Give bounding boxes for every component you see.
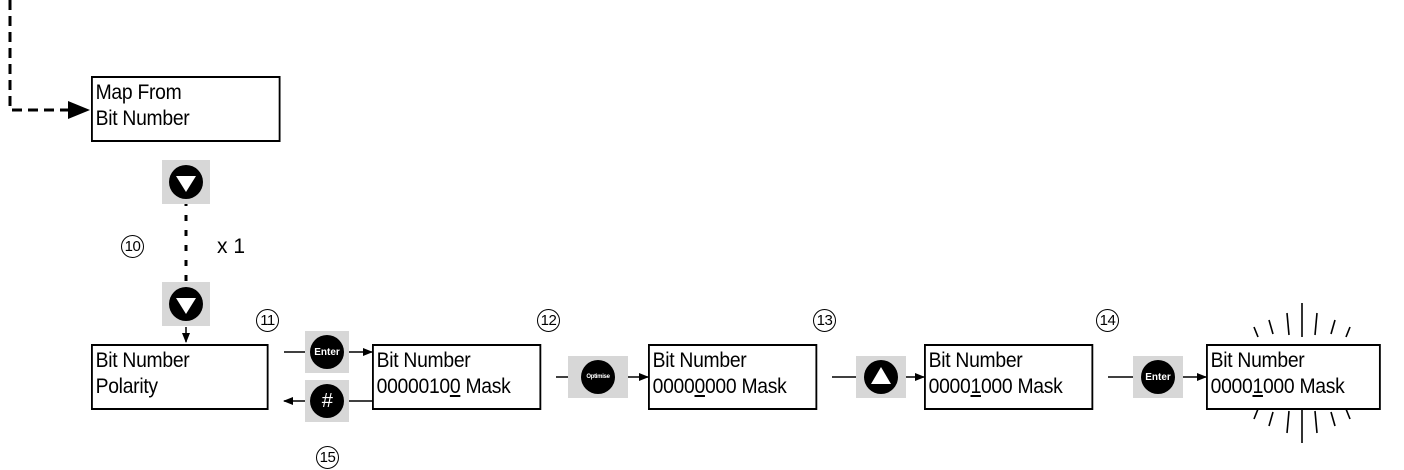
lcd-line1: Bit Number	[95, 349, 190, 372]
step-number-11: 11	[256, 309, 279, 332]
lcd-line2: 00001000 Mask	[1211, 374, 1379, 400]
down-button-bottom[interactable]	[162, 282, 210, 326]
up-button[interactable]	[856, 356, 906, 398]
hash-button[interactable]: #	[305, 380, 349, 422]
lcd-line1: Bit Number	[376, 349, 471, 372]
mask-cursor-digit: 1	[970, 375, 981, 398]
step-number-14: 14	[1096, 309, 1119, 332]
mask-cursor-digit: 0	[694, 375, 705, 398]
lcd-line1: Bit Number	[928, 349, 1023, 372]
mask-digits-after: Mask	[460, 375, 511, 398]
mask-digits-after: 000 Mask	[1262, 375, 1345, 398]
step-number-10: 10	[121, 235, 144, 258]
enter-button-label: Enter	[310, 335, 344, 369]
hash-button-label: #	[310, 384, 344, 418]
lcd-line2: 00000100 Mask	[377, 374, 540, 400]
mask-digits-before: 0000	[928, 375, 971, 398]
optimise-button-label: Optimise	[581, 360, 615, 394]
optimise-button[interactable]: Optimise	[568, 356, 628, 398]
lcd-mask-step14: Bit Number 00001000 Mask	[924, 344, 1094, 410]
lcd-mask-final-flashing: Bit Number 00001000 Mask	[1206, 344, 1381, 410]
lcd-line1: Bit Number	[652, 349, 747, 372]
step-number-13: 13	[813, 309, 836, 332]
up-arrow-icon	[864, 360, 898, 394]
mask-digits-before: 0000010	[376, 375, 451, 398]
lcd-line2: 00000000 Mask	[653, 374, 816, 400]
enter-button-2[interactable]: Enter	[1133, 356, 1183, 398]
lcd-line2: Polarity	[95, 375, 158, 398]
lcd-mask-step13: Bit Number 00000000 Mask	[648, 344, 818, 410]
dashed-entry-connector	[8, 0, 80, 112]
lcd-line2: Bit Number	[95, 107, 190, 130]
lcd-mask-step12: Bit Number 00000100 Mask	[372, 344, 542, 410]
lcd-line1: Bit Number	[1210, 349, 1305, 372]
mask-cursor-digit: 1	[1252, 375, 1263, 398]
flash-rays-top	[1253, 303, 1351, 338]
mask-digits-before: 0000	[652, 375, 695, 398]
lcd-line1: Map From	[95, 81, 182, 104]
flash-rays-bottom	[1253, 408, 1351, 443]
dashed-entry-arrowhead	[68, 101, 90, 119]
down-button-top[interactable]	[162, 160, 210, 204]
lcd-polarity: Bit Number Polarity	[91, 344, 269, 410]
enter-button-1[interactable]: Enter	[305, 331, 349, 373]
mask-digits-after: 000 Mask	[704, 375, 787, 398]
mask-digits-after: 000 Mask	[980, 375, 1063, 398]
down-arrow-icon	[169, 287, 203, 321]
step-number-12: 12	[537, 309, 560, 332]
step-number-15: 15	[316, 446, 339, 469]
lcd-map-from: Map From Bit Number	[91, 76, 281, 142]
lcd-line2: 00001000 Mask	[929, 374, 1092, 400]
down-arrow-icon	[169, 165, 203, 199]
enter-button-label: Enter	[1141, 360, 1175, 394]
repeat-count-label: x 1	[217, 235, 246, 258]
mask-cursor-digit: 0	[449, 375, 461, 398]
mask-digits-before: 0000	[1210, 375, 1253, 398]
